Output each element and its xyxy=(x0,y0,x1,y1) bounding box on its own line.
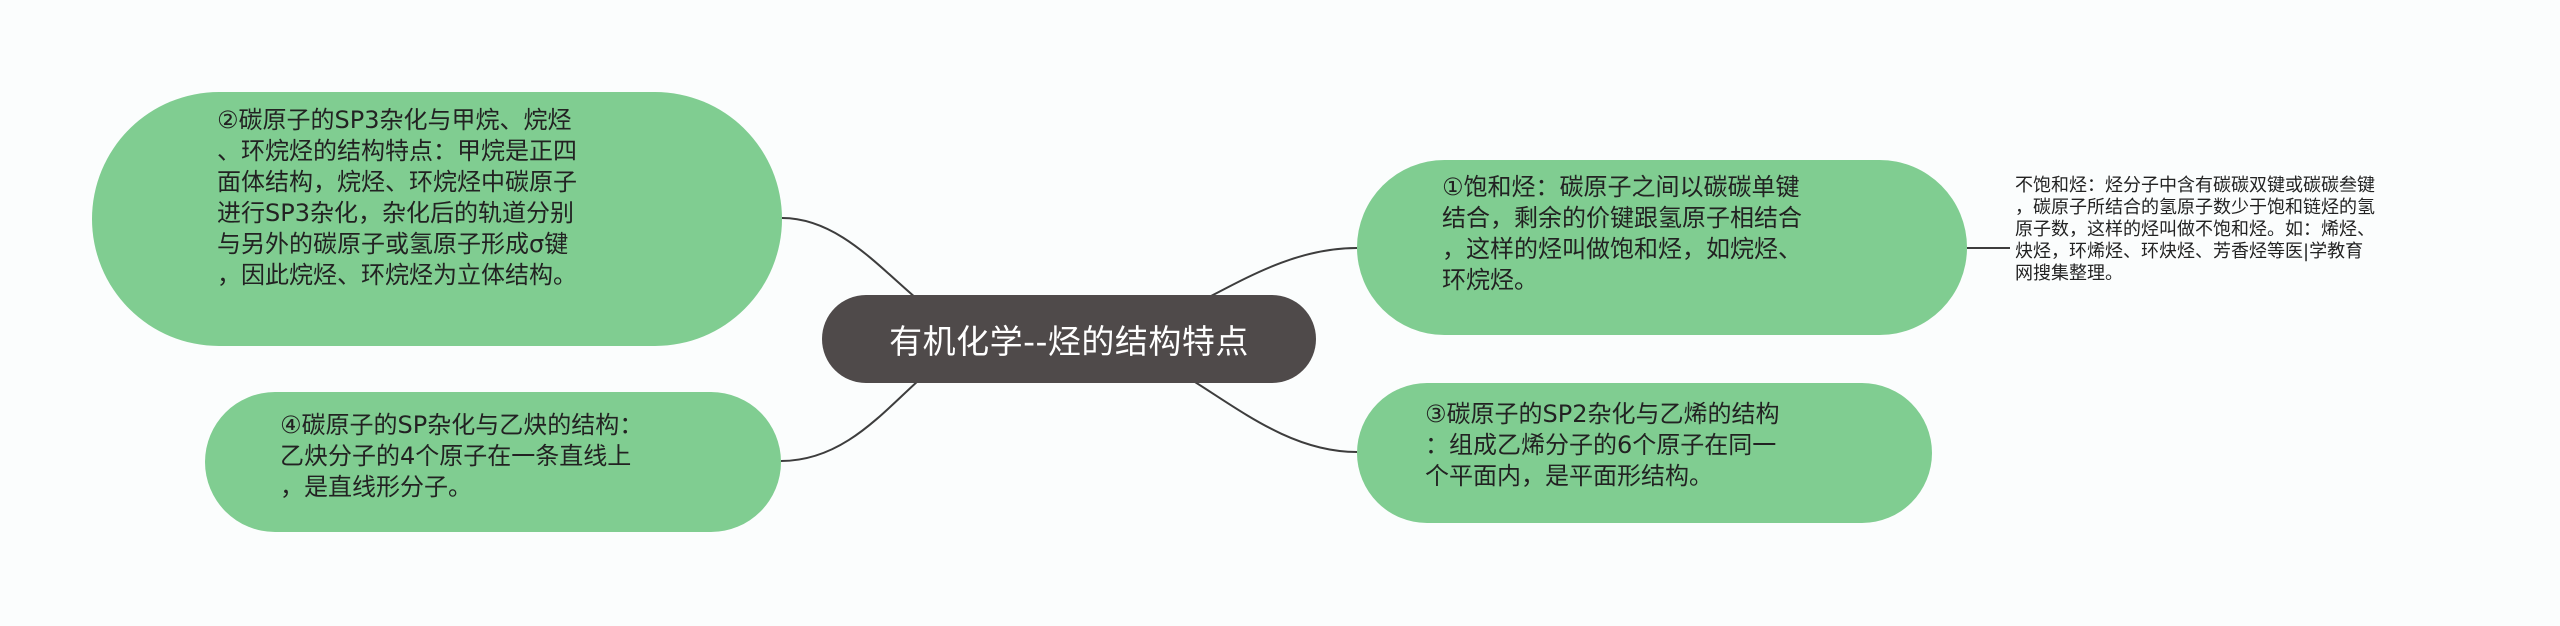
topic-sp3-text: ②碳原子的SP3杂化与甲烷、烷烃 、环烷烃的结构特点：甲烷是正四 面体结构，烷烃… xyxy=(217,106,577,289)
topic-saturated-hydrocarbon[interactable]: ①饱和烃：碳原子之间以碳碳单键 结合，剩余的价键跟氢原子相结合 ，这样的烃叫做饱… xyxy=(1357,160,1967,335)
central-topic[interactable]: 有机化学--烃的结构特点 xyxy=(822,295,1316,383)
subtopic-unsaturated-hydrocarbon[interactable]: 不饱和烃：烃分子中含有碳碳双键或碳碳叁键 ，碳原子所结合的氢原子数少于饱和链烃的… xyxy=(2015,175,2375,284)
topic-sp-hybridization[interactable]: ④碳原子的SP杂化与乙炔的结构： 乙炔分子的4个原子在一条直线上 ，是直线形分子… xyxy=(205,392,781,532)
topic-sp2-text: ③碳原子的SP2杂化与乙烯的结构 ：组成乙烯分子的6个原子在同一 个平面内，是平… xyxy=(1425,400,1780,490)
topic-saturated-text: ①饱和烃：碳原子之间以碳碳单键 结合，剩余的价键跟氢原子相结合 ，这样的烃叫做饱… xyxy=(1442,173,1802,294)
topic-sp3-hybridization[interactable]: ②碳原子的SP3杂化与甲烷、烷烃 、环烷烃的结构特点：甲烷是正四 面体结构，烷烃… xyxy=(92,92,782,346)
topic-sp-text: ④碳原子的SP杂化与乙炔的结构： 乙炔分子的4个原子在一条直线上 ，是直线形分子… xyxy=(280,411,644,501)
topic-sp2-hybridization[interactable]: ③碳原子的SP2杂化与乙烯的结构 ：组成乙烯分子的6个原子在同一 个平面内，是平… xyxy=(1357,383,1932,523)
central-topic-label: 有机化学--烃的结构特点 xyxy=(889,322,1249,361)
